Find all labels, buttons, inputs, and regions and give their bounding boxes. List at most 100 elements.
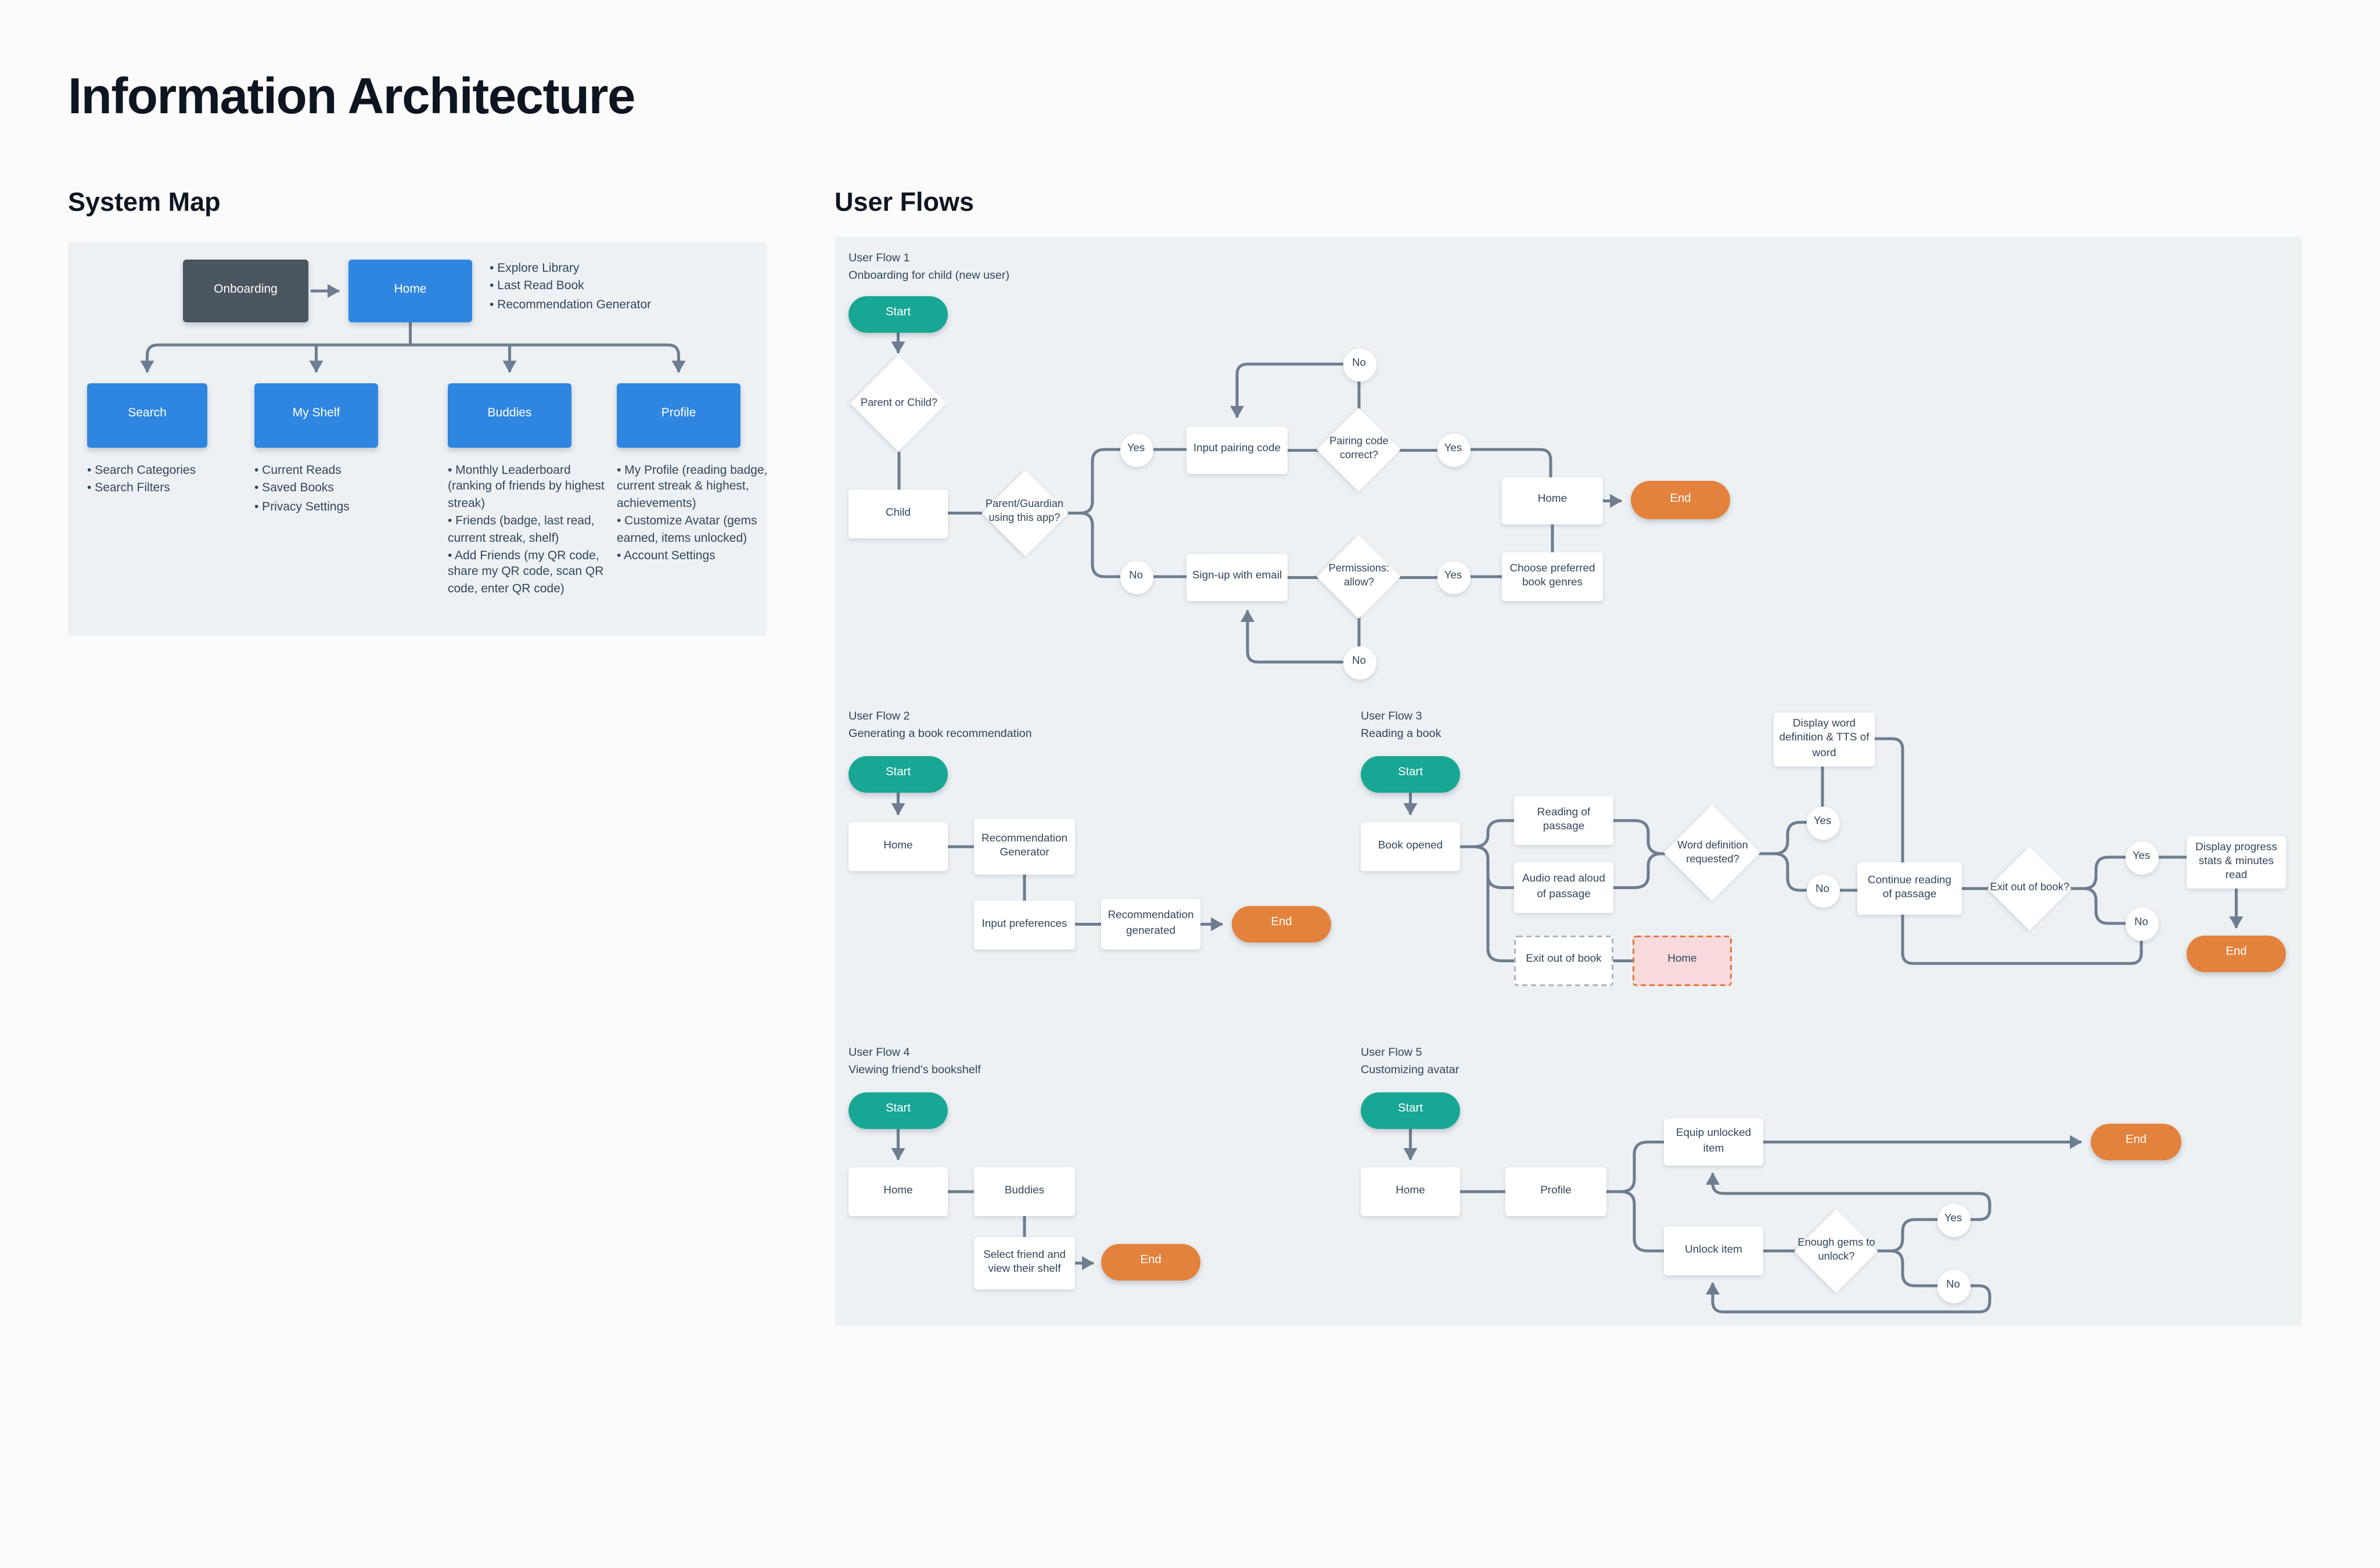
system-map-node-my_shelf: My Shelf [254, 383, 378, 448]
f3-end: End [2187, 936, 2286, 972]
f2-start-label: Start [885, 767, 911, 779]
f1-no_perm-branch: No [1342, 645, 1376, 679]
f5-title: User Flow 5 [1361, 1047, 1422, 1059]
f1-signup-label: Sign-up with email [1192, 570, 1282, 583]
system-map-node-search-label: Search [128, 408, 167, 420]
f3-home-label: Home [1667, 954, 1697, 966]
f3-continue_reading: Continue reading of passage [1857, 862, 1962, 915]
f5-home: Home [1361, 1167, 1460, 1216]
system-map-node-onboarding-label: Onboarding [214, 283, 278, 296]
f3-book_opened-label: Book opened [1378, 839, 1443, 852]
f4-end: End [1101, 1244, 1200, 1281]
system-map-node-home-label: Home [394, 283, 427, 296]
f1-child: Child [849, 490, 948, 538]
f3-yes_word-branch-label: Yes [1813, 815, 1832, 828]
f1-no_guardian-branch: No [1119, 560, 1153, 594]
system-map-bullets-my_shelf: • Current Reads• Saved Books• Privacy Se… [254, 463, 404, 517]
f2-input_prefs-label: Input preferences [982, 918, 1067, 930]
f4-start-label: Start [885, 1103, 911, 1116]
f3-exit_book: Exit out of book [1514, 936, 1613, 986]
system-map-node-search: Search [87, 383, 207, 448]
f4-buddies: Buddies [974, 1167, 1075, 1216]
f5-q_gems-decision: Enough gems to unlock? [1795, 1209, 1878, 1293]
f3-no_word-branch-label: No [1815, 883, 1829, 896]
f3-book_opened: Book opened [1361, 822, 1460, 871]
f4-start: Start [849, 1092, 948, 1129]
f5-end: End [2091, 1124, 2181, 1160]
f1-home-label: Home [1537, 494, 1568, 506]
system-map-node-profile-label: Profile [661, 408, 696, 420]
f5-q_gems-decision-label: Enough gems to unlock? [1797, 1237, 1875, 1263]
system-map-bullets-profile: • My Profile (reading badge, current str… [617, 463, 774, 567]
f1-yes_guardian-branch-label: Yes [1127, 443, 1145, 455]
f3-exit_book-label: Exit out of book [1526, 954, 1602, 966]
f1-home: Home [1502, 477, 1603, 524]
f2-rec_generated: Recommendation generated [1101, 899, 1200, 950]
f3-reading-label: Reading of passage [1537, 806, 1591, 833]
f1-q_code-decision-label: Pairing code correct? [1329, 436, 1389, 462]
f3-q_exit-decision: Exit out of book? [1988, 847, 2072, 930]
f1-q_parent_child-decision-label: Parent or Child? [860, 397, 938, 410]
f3-display_word-label: Display word definition & TTS of word [1779, 718, 1870, 759]
f2-home-label: Home [883, 839, 913, 852]
f3-q_word-decision: Word definition requested? [1664, 805, 1761, 902]
f1-choose_genres-label: Choose preferred book genres [1509, 562, 1595, 589]
f3-display_word: Display word definition & TTS of word [1774, 713, 1875, 767]
f1-q_parent_child-decision: Parent or Child? [850, 355, 948, 453]
f3-start-label: Start [1397, 767, 1423, 779]
f5-home-label: Home [1396, 1184, 1425, 1197]
f1-no_guardian-branch-label: No [1129, 570, 1143, 582]
f5-yes_gems-branch-label: Yes [1944, 1213, 1962, 1225]
system-map-bullets-search: • Search Categories• Search Filters [87, 463, 237, 499]
f1-yes_guardian-branch: Yes [1119, 433, 1153, 466]
f3-yes_exit-branch-label: Yes [2132, 850, 2151, 863]
f3-no_word-branch: No [1806, 873, 1839, 907]
f5-unlock: Unlock item [1664, 1227, 1763, 1275]
page-title: Information Architecture [68, 70, 635, 125]
f3-audio: Audio read aloud of passage [1514, 862, 1613, 913]
f1-start-label: Start [885, 307, 911, 319]
f2-start: Start [849, 756, 948, 793]
system-map-node-buddies: Buddies [448, 383, 571, 448]
bullet-item: • My Profile (reading badge, current str… [617, 465, 768, 510]
f5-start-label: Start [1397, 1103, 1423, 1116]
f3-continue_reading-label: Continue reading of passage [1868, 874, 1951, 901]
f3-audio-label: Audio read aloud of passage [1522, 873, 1605, 900]
f4-home: Home [849, 1167, 948, 1216]
f1-title: User Flow 1 [849, 253, 910, 265]
f5-start: Start [1361, 1092, 1460, 1129]
f2-title: User Flow 2 [849, 711, 910, 723]
f1-input_code: Input pairing code [1187, 427, 1288, 474]
f4-subtitle: Viewing friend's bookshelf [849, 1063, 981, 1076]
system-map-node-my_shelf-label: My Shelf [292, 408, 340, 420]
f3-reading: Reading of passage [1514, 796, 1613, 845]
system-map-bullets-buddies: • Monthly Leaderboard (ranking of friend… [448, 463, 608, 599]
f3-yes_word-branch: Yes [1806, 805, 1839, 839]
bullet-item: • Search Categories [87, 465, 196, 477]
bullet-item: • Monthly Leaderboard (ranking of friend… [448, 465, 605, 510]
f2-rec_gen-label: Recommendation Generator [981, 832, 1068, 859]
f1-q_guardian-decision: Parent/Guardian using this app? [981, 469, 1068, 556]
system-map-bullets-home: • Explore Library• Last Read Book• Recom… [490, 261, 751, 315]
f5-equip: Equip unlocked item [1664, 1119, 1763, 1166]
bullet-item: • Saved Books [254, 483, 334, 496]
f1-yes_perm-branch: Yes [1436, 560, 1470, 594]
f3-no_exit-branch-label: No [2134, 916, 2148, 929]
f5-yes_gems-branch: Yes [1936, 1203, 1970, 1236]
f5-subtitle: Customizing avatar [1361, 1063, 1459, 1076]
f5-label: User Flow 5 Customizing avatar [1361, 1045, 1459, 1078]
f1-q_permissions-decision: Permissions: allow? [1317, 535, 1401, 618]
f1-start: Start [849, 296, 948, 333]
f1-no_perm-branch-label: No [1352, 655, 1366, 668]
f1-end-label: End [1670, 492, 1691, 505]
f3-display_progress-label: Display progress stats & minutes read [2195, 841, 2277, 882]
f5-profile: Profile [1505, 1167, 1606, 1216]
user-flows-panel [835, 237, 2302, 1326]
bullet-item: • Last Read Book [490, 281, 584, 294]
bullet-item: • Privacy Settings [254, 501, 350, 514]
